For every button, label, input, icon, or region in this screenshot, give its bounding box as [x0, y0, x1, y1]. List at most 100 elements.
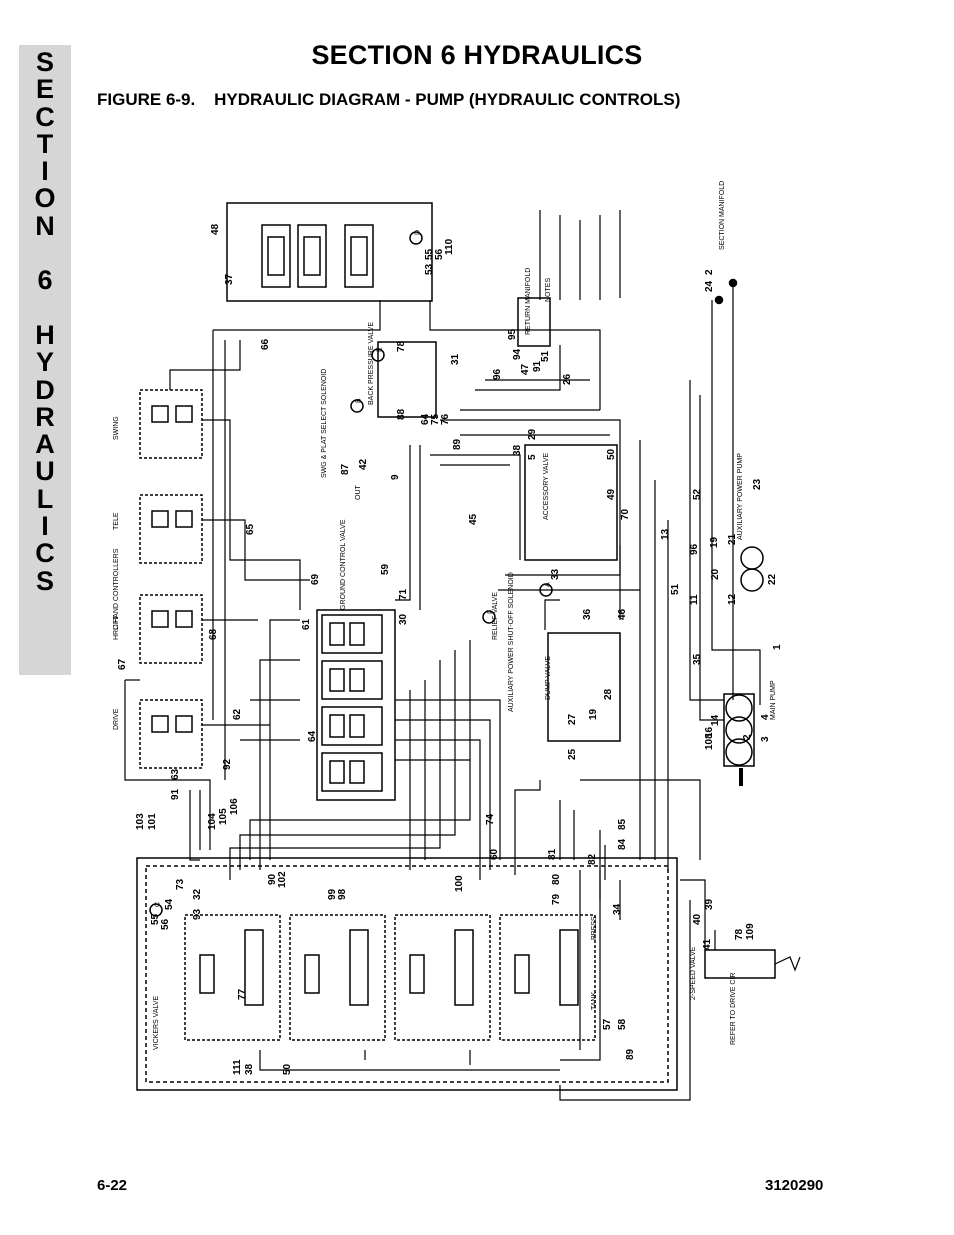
side-tab-letter: L: [36, 483, 54, 514]
part-number-label: 40: [692, 913, 703, 925]
part-number-label: 80: [551, 873, 562, 885]
vickers-valve-section: [184, 914, 281, 1041]
part-number-label: 98: [337, 888, 348, 900]
part-number-label: 109: [745, 923, 756, 940]
hydraulic-line: [514, 780, 541, 875]
part-number-label: 96: [689, 543, 700, 555]
part-number-label: 31: [450, 353, 461, 365]
component-label: NOTES: [545, 278, 552, 302]
hydraulic-line: [680, 879, 706, 950]
side-tab-letter: 6: [37, 265, 53, 296]
part-number-label: 105: [218, 808, 229, 825]
part-number-label: 61: [301, 618, 312, 630]
side-tab-letter: T: [36, 128, 54, 159]
part-number-label: 89: [452, 438, 463, 450]
vickers-valve-section: [499, 914, 596, 1041]
part-number-label: 27: [567, 713, 578, 725]
hydraulic-line: [580, 779, 701, 860]
part-number-label: 4: [760, 714, 771, 720]
side-tab-letter: C: [35, 538, 55, 569]
hydraulic-line: [699, 395, 724, 721]
component-label: DUMP VALVE: [545, 656, 552, 700]
hydraulic-line: [475, 345, 561, 391]
return-manifold-box: [517, 297, 551, 347]
component-label: DRIVE: [113, 708, 120, 730]
part-number-label: 30: [398, 613, 409, 625]
part-number-label: 13: [660, 528, 671, 540]
part-number-label: 16: [704, 726, 715, 738]
part-number-label: 74: [485, 813, 496, 825]
side-tab-letter: A: [35, 429, 55, 460]
part-number-label: 53: [424, 263, 435, 275]
part-number-label: 95: [507, 328, 518, 340]
part-number-label: 71: [398, 588, 409, 600]
vickers-valve-check: [199, 954, 215, 994]
hydraulic-line: [239, 650, 456, 870]
component-label: SWG & PLAT SELECT SOLENOID: [321, 369, 328, 478]
component-label: 2-SPEED VALVE: [690, 946, 697, 1000]
hydraulic-line: [259, 1050, 560, 1071]
vickers-valve-spool: [559, 929, 579, 1006]
part-number-label: 45: [468, 513, 479, 525]
side-tab-letter: N: [35, 210, 55, 241]
side-tab-letter: O: [34, 183, 56, 214]
hand-controller-spool: [151, 610, 169, 628]
side-tab-letter: R: [35, 401, 55, 432]
part-number-label: 11: [689, 594, 700, 605]
two-speed-valve-spring: [774, 956, 801, 972]
main-pump-element: [725, 716, 753, 744]
part-number-label: 79: [551, 893, 562, 905]
part-number-label: 21: [727, 533, 738, 545]
part-number-label: 82: [587, 853, 598, 865]
circled-marker: [350, 399, 364, 413]
part-number-label: 51: [670, 583, 681, 595]
hydraulic-line: [689, 380, 724, 701]
part-number-label: 84: [617, 838, 628, 850]
upper-valve: [344, 224, 374, 288]
circled-marker: [409, 231, 423, 245]
part-number-label: 103: [135, 813, 146, 830]
part-number-label: 111: [232, 1059, 243, 1075]
part-number-label: 92: [222, 758, 233, 770]
figure-caption: FIGURE 6-9. HYDRAULIC DIAGRAM - PUMP (HY…: [97, 90, 681, 109]
part-number-label: 5: [527, 454, 538, 460]
part-number-label: 14: [710, 714, 721, 726]
hydraulic-line: [395, 719, 491, 870]
part-number-label: 52: [692, 488, 703, 500]
ground-control-section: [321, 614, 383, 654]
ground-control-section: [321, 706, 383, 746]
component-label: PRESS: [591, 916, 598, 940]
part-number-label: 78: [396, 340, 407, 352]
hand-controller-box: [139, 594, 203, 664]
part-number-label: 87: [340, 463, 351, 475]
valve-spool: [329, 622, 345, 646]
hydraulic-line: [249, 640, 471, 860]
part-number-label: 88: [396, 408, 407, 420]
part-number-label: 26: [562, 373, 573, 385]
circled-marker: [149, 903, 163, 917]
component-label: SWING: [113, 416, 120, 440]
part-number-label: 65: [245, 523, 256, 535]
component-label: GROUND CONTROL VALVE: [340, 519, 347, 610]
part-number-label: 58: [617, 1018, 628, 1030]
hydraulic-line: [395, 739, 481, 880]
two-speed-valve: [704, 949, 776, 979]
upper-valve: [297, 224, 327, 288]
component-label: RELIEF VALVE: [492, 592, 499, 640]
diagram-labels: HRC HAND CONTROLLERSSWINGTELELIFTDRIVEGR…: [113, 181, 783, 1075]
part-number-label: 62: [232, 708, 243, 720]
hydraulic-line: [711, 300, 761, 705]
part-number-label: 54: [164, 898, 175, 910]
side-tab-letter: Y: [35, 347, 54, 378]
part-number-label: 76: [440, 413, 451, 425]
main-pump-housing: [723, 693, 755, 767]
hand-controller-box: [139, 699, 203, 769]
side-tab-letter: E: [35, 74, 54, 105]
hydraulic-line: [395, 699, 501, 860]
part-number-label: 29: [527, 428, 538, 440]
part-number-label: 24: [704, 280, 715, 292]
part-number-label: 19: [588, 708, 599, 720]
part-number-label: 59: [380, 563, 391, 575]
component-label: AUXILIARY POWER PUMP: [737, 453, 744, 540]
